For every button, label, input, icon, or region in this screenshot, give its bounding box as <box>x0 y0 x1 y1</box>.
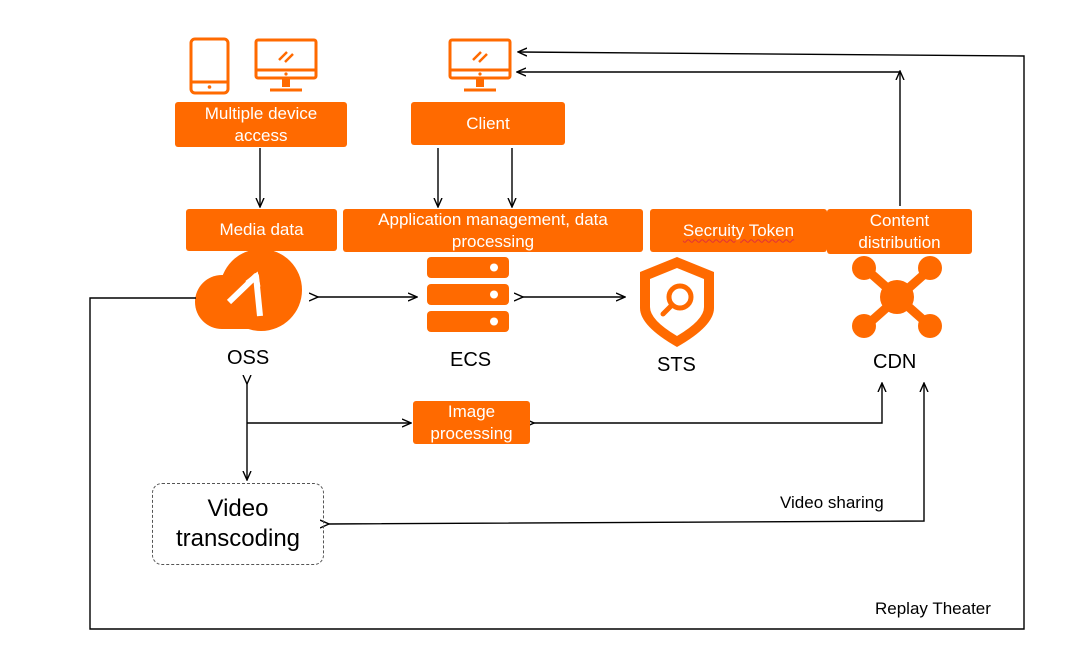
security-token-box: Secruity Token <box>650 209 827 252</box>
video-transcoding-box: Video transcoding <box>152 483 324 565</box>
arrow-transcoding-cdn <box>328 384 924 524</box>
media-data-box: Media data <box>186 209 337 251</box>
video-sharing-label: Video sharing <box>780 493 884 512</box>
multiple-device-access-box: Multiple device access <box>175 102 347 147</box>
shield-search-icon <box>640 257 714 347</box>
content-distribution-box: Content distribution <box>827 209 972 254</box>
security-token-label: Secruity Token <box>682 220 795 240</box>
sts-label: STS <box>657 354 696 376</box>
client-box: Client <box>411 102 565 145</box>
tablet-icon <box>189 37 230 95</box>
network-hub-icon <box>852 256 942 338</box>
server-stack-icon <box>427 257 509 332</box>
monitor-icon <box>254 38 318 92</box>
cdn-label: CDN <box>873 351 917 373</box>
video-transcoding-label: Video transcoding <box>175 495 301 552</box>
replay-theater-line <box>89 52 1025 630</box>
ecs-label: ECS <box>450 349 492 371</box>
oss-label: OSS <box>227 347 270 369</box>
arrow-image-cdn <box>533 384 882 423</box>
image-processing-box: Image processing <box>413 401 530 444</box>
cloud-upload-icon <box>195 249 302 331</box>
application-management-box: Application management, data processing <box>343 209 643 252</box>
replay-theater-label: Replay Theater <box>875 599 991 618</box>
client-monitor-icon <box>448 38 512 92</box>
connectors <box>89 52 1025 630</box>
